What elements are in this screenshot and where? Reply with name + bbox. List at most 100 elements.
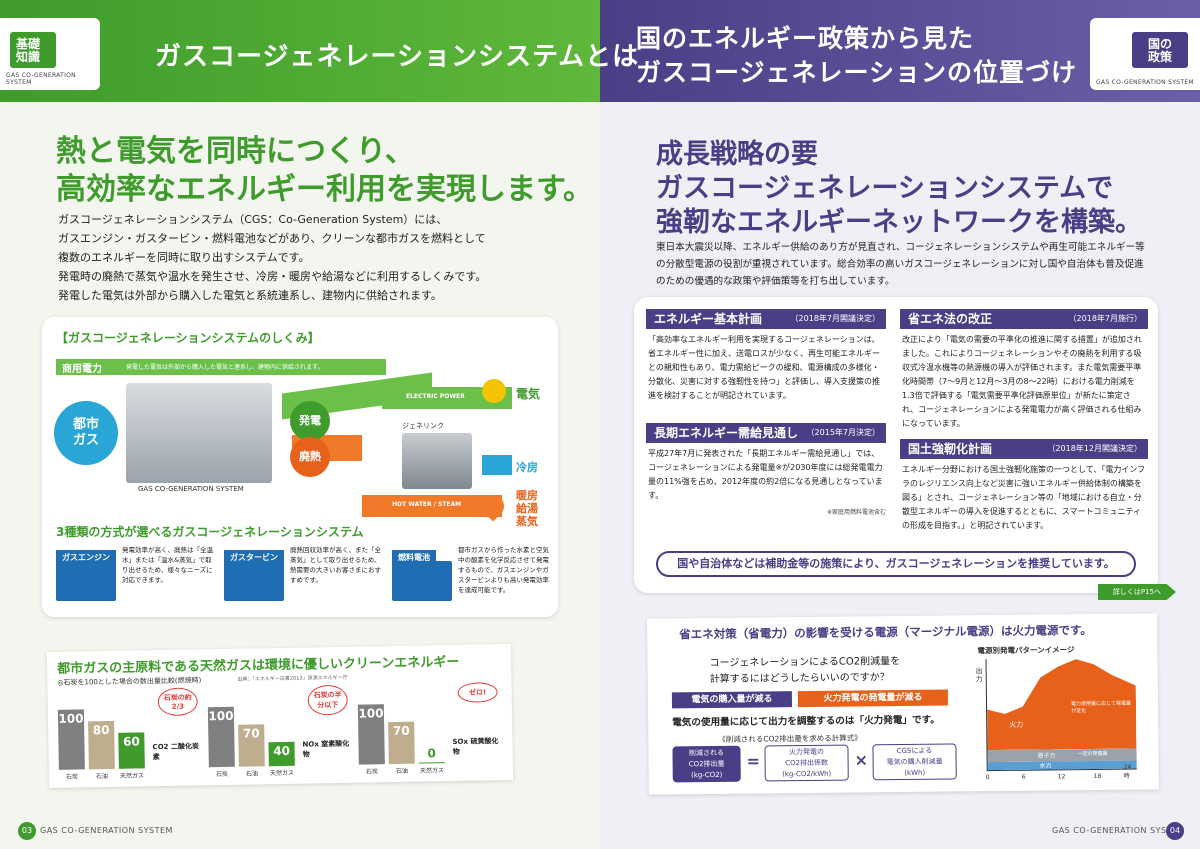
machine-caption: GAS CO-GENERATION SYSTEM bbox=[138, 485, 244, 493]
left-header-title: ガスコージェネレーションシステムとは bbox=[155, 42, 640, 72]
intro-line: の分散型電源の役割が重視されています。総合効率の高いガスコージェネレーションに対… bbox=[656, 259, 1144, 270]
policy-card-energy-law: 省エネ法の改正（2018年7月施行） 改正により「電気の需要の平準化の推進に関す… bbox=[900, 309, 1148, 435]
nuclear-band bbox=[987, 748, 1137, 763]
methods-title: 3種類の方式が選べるガスコージェネレーションシステム bbox=[56, 525, 364, 539]
annotation-badge: 石炭の半分以下 bbox=[307, 684, 348, 716]
formula-title: 《削減されるCO2排出量を求める計算式》 bbox=[718, 733, 862, 744]
bar: 70 bbox=[388, 721, 415, 765]
times-sign: × bbox=[854, 750, 869, 770]
output-heat-3: 蒸気 bbox=[516, 515, 538, 528]
pattern-chart-title: 電源別発電パターンイメージ bbox=[977, 645, 1075, 656]
method-gas-engine: ガスエンジン 発電効率が高く、廃熱は「全温水」または「温水&蒸気」で取り出せるた… bbox=[56, 545, 216, 601]
card-title: 国土強靭化計画 bbox=[908, 442, 993, 456]
bar: 100 bbox=[207, 706, 235, 768]
badge-line1: 基礎 bbox=[16, 37, 41, 51]
bar: 40 bbox=[268, 741, 295, 767]
genelink-label: ジェネリンク bbox=[402, 422, 444, 430]
light-bulb-icon bbox=[482, 379, 506, 403]
output-heat-1: 暖房 bbox=[516, 489, 538, 502]
right-badge: 国の政策 GAS CO-GENERATION SYSTEM bbox=[1090, 18, 1200, 90]
x-tick: 0 bbox=[985, 774, 990, 782]
bar-value-label: 80 bbox=[92, 722, 110, 738]
bar-value-label: 60 bbox=[122, 734, 140, 749]
badge-line2: 知識 bbox=[16, 50, 41, 64]
card-text: 平成27年7月に発表された「長期エネルギー需給見通し」では、コージェネレーション… bbox=[648, 449, 883, 500]
formula-box-reduced: 削減される CO2排出量 (kg-CO2) bbox=[672, 745, 741, 783]
right-header-title-1: 国のエネルギー政策から見た bbox=[636, 24, 975, 53]
card-date: （2018年7月施行） bbox=[1068, 314, 1142, 323]
formula-box-purchase: CGSによる 電気の購入削減量 (kWh) bbox=[872, 743, 957, 781]
right-page-number: 04 bbox=[1166, 822, 1184, 840]
box-line: 電気の購入削減量 bbox=[886, 757, 943, 767]
pollutant-label: CO2 二酸化炭素 bbox=[152, 742, 199, 762]
bar: 100 bbox=[57, 709, 85, 770]
bar: 70 bbox=[238, 724, 265, 767]
left-headline-1: 熱と電気を同時につくり、 bbox=[56, 134, 415, 169]
card-date: （2018年7月閣議決定） bbox=[790, 314, 880, 323]
left-headline-2: 高効率なエネルギー利用を実現します。 bbox=[56, 172, 593, 207]
method-text: 都市ガスから作った水素と空気中の酸素を化学反応させて発電するもので、ガスエンジン… bbox=[458, 546, 549, 594]
equals-sign: = bbox=[746, 751, 761, 771]
bar-value-label: 100 bbox=[208, 708, 234, 724]
card-date: （2015年7月決定） bbox=[806, 428, 880, 437]
bar: 0 bbox=[418, 746, 445, 764]
intro-line: 発電した電気は外部から購入した電気と系統連系し、建物内に供給されます。 bbox=[58, 289, 442, 302]
detail-link[interactable]: 詳しくはP15へ bbox=[1098, 584, 1176, 600]
left-intro: ガスコージェネレーションシステム（CGS：Co-Generation Syste… bbox=[58, 210, 558, 305]
left-footer-text: GAS CO-GENERATION SYSTEM bbox=[40, 826, 173, 835]
method-fuel-cell: 燃料電池 都市ガスから作った水素と空気中の酸素を化学反応させて発電するもので、ガ… bbox=[392, 545, 552, 601]
tag-purchase-reduced: 電気の購入量が減る bbox=[671, 691, 793, 709]
bar-value-label: 0 bbox=[427, 746, 436, 761]
category-label: 石油 bbox=[95, 773, 109, 781]
annotation-badge: 石炭の約2/3 bbox=[157, 687, 198, 717]
intro-line: 発電時の廃熱で蒸気や温水を発生させ、冷房・暖房や給湯などに利用するしくみです。 bbox=[58, 270, 487, 283]
policy-card-outlook: 長期エネルギー需給見通し（2015年7月決定） 平成27年7月に発表された「長期… bbox=[646, 423, 886, 516]
methods-row: ガスエンジン 発電効率が高く、廃熱は「全温水」または「温水&蒸気」で取り出せるた… bbox=[56, 545, 549, 605]
badge-sub: GAS CO-GENERATION SYSTEM bbox=[6, 72, 76, 86]
x-tick: 18 bbox=[1093, 772, 1102, 781]
left-badge: 基礎知識 GAS CO-GENERATION SYSTEM bbox=[0, 18, 100, 90]
left-headline: 熱と電気を同時につくり、 高効率なエネルギー利用を実現します。 bbox=[56, 133, 593, 209]
pollutant-label: SOx 硫黄酸化物 bbox=[452, 737, 499, 756]
hotwater-label: HOT WATER / STEAM bbox=[392, 501, 462, 508]
nuclear-label: 原子力 bbox=[1037, 752, 1056, 760]
box-line: (kg-CO2/kWh) bbox=[782, 769, 832, 779]
marginal-panel: 省エネ対策（省電力）の影響を受ける電源（マージナル電源）は火力電源です。 コージ… bbox=[647, 613, 1159, 795]
gas-engine-icon bbox=[56, 561, 116, 601]
factory-icon: 基礎知識 bbox=[10, 32, 56, 68]
method-gas-turbine: ガスタービン 廃熱回収効率が高く、また「全蒸気」として取り出せるため、熱需要の大… bbox=[224, 545, 384, 601]
x-tick: 12 bbox=[1057, 773, 1066, 781]
bar-value-label: 100 bbox=[358, 706, 384, 721]
bar-value-label: 70 bbox=[242, 726, 260, 741]
purchase-label: 商用電力 bbox=[62, 364, 102, 375]
box-line: 削減される bbox=[688, 748, 725, 758]
tag-thermal-reduced: 火力発電の発電量が減る bbox=[797, 689, 949, 708]
right-header-title-2: ガスコージェネレーションの位置づけ bbox=[636, 58, 1078, 87]
cgs-diagram-panel: 【ガスコージェネレーションシステムのしくみ】 商用電力 発電した電気は外部から購… bbox=[42, 317, 558, 617]
box-line: CO2排出量 bbox=[688, 759, 725, 769]
pollutant-label: NOx 窒素酸化物 bbox=[302, 739, 350, 759]
category-label: 石油 bbox=[395, 767, 409, 775]
cgs-machine-image bbox=[126, 383, 272, 483]
output-electricity: 電気 bbox=[516, 387, 541, 401]
box-line: 火力発電の bbox=[788, 747, 825, 757]
question-line: コージェネレーションによるCO2削減量を bbox=[709, 656, 901, 670]
right-header-title: 国のエネルギー政策から見た ガスコージェネレーションの位置づけ bbox=[636, 22, 1077, 90]
right-headline: 成長戦略の要 ガスコージェネレーションシステムで 強靭なエネルギーネットワークを… bbox=[656, 138, 1142, 240]
generation-badge: 発電 bbox=[290, 401, 330, 441]
card-note: ※家庭用燃料電池含む bbox=[826, 509, 886, 516]
recommend-banner: 国や自治体などは補助金等の施策により、ガスコージェネレーションを推奨しています。 bbox=[656, 551, 1136, 577]
right-intro: 東日本大震災以降、エネルギー供給のあり方が見直され、コージェネレーションシステム… bbox=[656, 239, 1196, 290]
output-cooling: 冷房 bbox=[516, 461, 538, 474]
policy-card-resilience: 国土強靭化計画（2018年12月閣議決定） エネルギー分野における国土強靭化施策… bbox=[900, 439, 1148, 537]
method-text: 廃熱回収効率が高く、また「全蒸気」として取り出せるため、熱需要の大きいお客さまに… bbox=[290, 546, 381, 584]
badge-line2: 政策 bbox=[1148, 50, 1173, 64]
badge-line1: 国の bbox=[1148, 37, 1173, 51]
card-text: 「高効率なエネルギー利用を実現するコージェネレーションは、省エネルギー性に加え、… bbox=[648, 335, 880, 400]
fuel-cell-icon bbox=[392, 561, 452, 601]
box-line: (kWh) bbox=[904, 768, 926, 777]
box-line: CO2排出係数 bbox=[785, 758, 829, 768]
